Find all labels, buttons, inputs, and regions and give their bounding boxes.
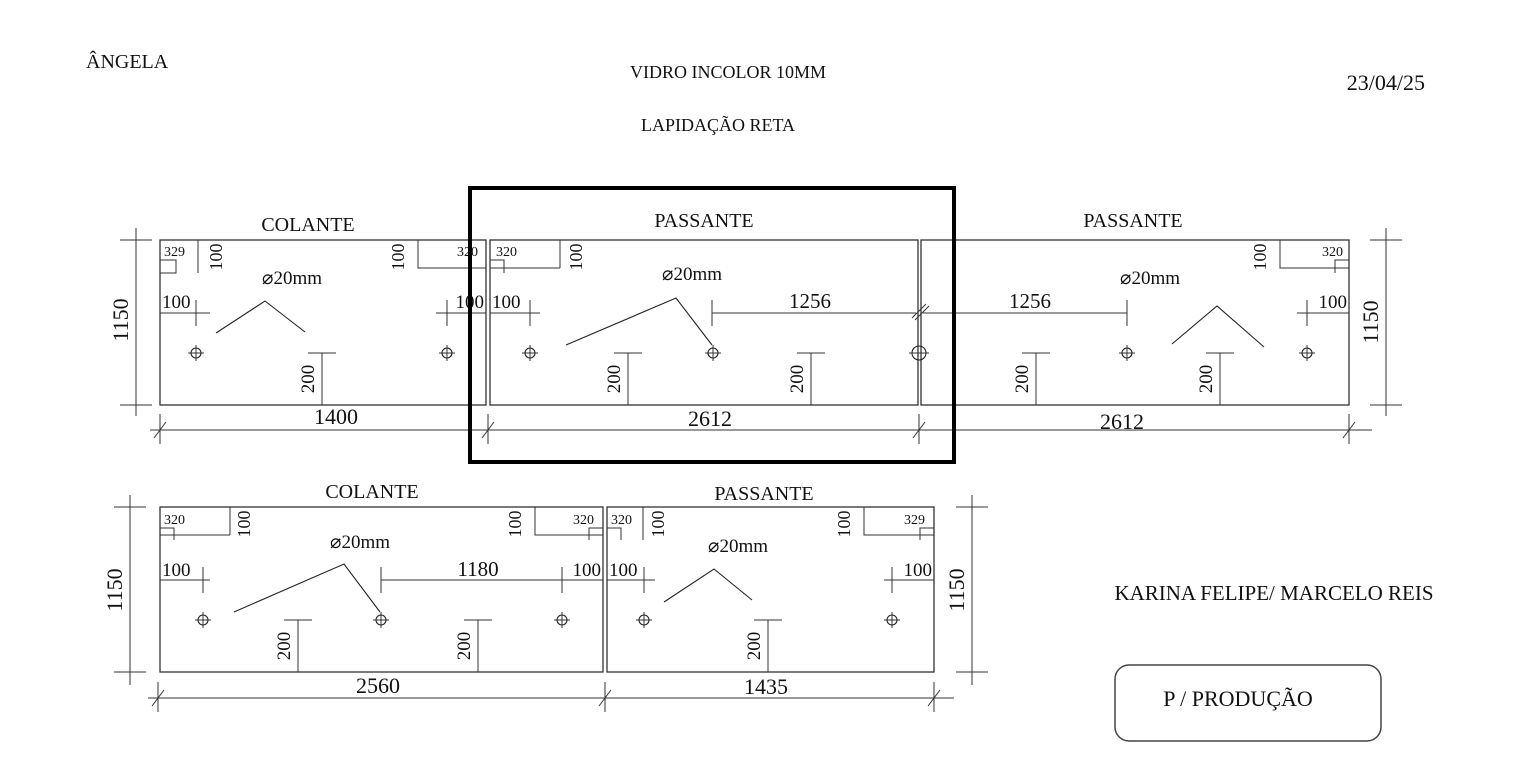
row1-p3-drop-1: 200 [1012,365,1033,394]
row-1: COLANTE PASSANTE PASSANTE 1150 1150 [108,210,1402,444]
production-stamp: P / PRODUÇÃO [1163,686,1313,711]
row2-p1-top-left: 320 [164,513,185,528]
row1-panel-1-width: 1400 [314,404,358,429]
row2-p2-drop: 200 [744,632,765,661]
row1-p3-drop-2: 200 [1196,365,1217,394]
row1-p2-drop-1: 200 [604,365,625,394]
row2-panel-1-type: COLANTE [325,481,418,503]
row2-panel-1-width: 2560 [356,673,400,698]
row2-p2-edge-left: 100 [609,560,638,581]
row1-p2-edge-left: 100 [492,292,521,313]
row2-width-dimension: 2560 1435 [148,673,954,712]
row2-p2-hole-label: ⌀20mm [708,536,768,557]
responsible-names: KARINA FELIPE/ MARCELO REIS [1114,581,1433,605]
row1-panel-2-width: 2612 [688,406,732,431]
row2-p2-offset-v-right: 100 [834,511,854,538]
row1-p2-offset-v: 100 [566,244,586,271]
row1-p2-hole-label: ⌀20mm [662,264,722,285]
row2-p1-offset-v-left: 100 [234,511,254,538]
material-label: VIDRO INCOLOR 10MM [630,62,826,82]
row2-panel-1-details: 320 100 100 320 ⌀20mm 100 1180 100 [160,507,603,672]
row2-p2-top-right: 329 [904,513,925,528]
row2-height-dimension-left: 1150 [102,495,146,685]
row1-panel-3-type: PASSANTE [1083,210,1182,232]
date-label: 23/04/25 [1347,70,1425,95]
row2-height-left: 1150 [102,568,127,611]
row1-p3-hole-label: ⌀20mm [1120,268,1180,289]
row2-p1-drop-1: 200 [274,632,295,661]
highlight-box [468,186,956,464]
row1-p3-edge-right: 100 [1319,292,1348,313]
row1-panel-2-outline [489,239,919,406]
row2-p2-offset-v-left: 100 [648,511,668,538]
row1-panel-1-outline [159,239,487,406]
row2-p1-offset-v-right: 100 [505,511,525,538]
row1-p3-spacing: 1256 [1009,289,1051,313]
row2-p1-edge-right: 100 [573,560,602,581]
row2-p2-top-left: 320 [611,513,632,528]
row1-panel-3-width: 2612 [1100,409,1144,434]
row2-p2-edge-right: 100 [904,560,933,581]
row1-panel-3-outline [920,239,1350,406]
row1-p1-hole-label: ⌀20mm [262,268,322,289]
row1-panel-2-details: 320 100 ⌀20mm 100 1256 20 [490,240,930,405]
row1-p2-drop-2: 200 [787,365,808,394]
row1-p1-top-right: 320 [457,245,478,260]
finish-label: LAPIDAÇÃO RETA [641,114,795,135]
row1-height-dimension-right: 1150 [1358,228,1402,416]
row1-p3-top-right: 320 [1322,245,1343,260]
row1-p2-spacing: 1256 [789,289,831,313]
row1-height-dimension-left: 1150 [108,228,152,416]
row2-panel-2-outline [606,506,935,673]
production-stamp-box [1114,664,1382,742]
row2-p1-edge-left: 100 [162,560,191,581]
row2-p1-spacing: 1180 [457,557,498,581]
row1-width-dimension: 1400 2612 2612 [150,404,1372,444]
row2-panel-2-type: PASSANTE [714,483,813,505]
row-2: COLANTE PASSANTE 1150 1150 2560 1435 [102,481,988,712]
row1-p1-offset-v-left: 100 [206,244,226,271]
row2-p1-hole-label: ⌀20mm [330,532,390,553]
row1-height-left: 1150 [108,298,133,341]
client-name: ÂNGELA [86,50,169,73]
row1-p1-edge-left: 100 [162,292,191,313]
row2-height-right: 1150 [944,568,969,611]
row1-p2-top-left: 320 [496,245,517,260]
row1-p3-offset-v: 100 [1250,244,1270,271]
row2-p1-drop-2: 200 [454,632,475,661]
row2-panel-2-width: 1435 [744,674,788,699]
row1-p1-drop: 200 [298,365,319,394]
row2-panel-2-details: 320 100 100 329 ⌀20mm 100 100 200 [607,507,934,672]
row2-height-dimension-right: 1150 [944,495,988,685]
row2-panel-1-outline [159,506,604,673]
row1-panel-2-type: PASSANTE [654,210,753,232]
row1-p1-top-left: 329 [164,245,185,260]
row1-panel-1-type: COLANTE [261,214,354,236]
row1-panel-1-details: 329 100 100 320 ⌀20mm 100 100 200 [160,240,486,405]
row1-panel-3-details: 100 320 ⌀20mm 1256 100 200 200 [923,240,1349,405]
row1-p1-offset-v-right: 100 [388,244,408,271]
row2-p1-top-right: 320 [573,513,594,528]
row1-height-right: 1150 [1358,300,1383,343]
